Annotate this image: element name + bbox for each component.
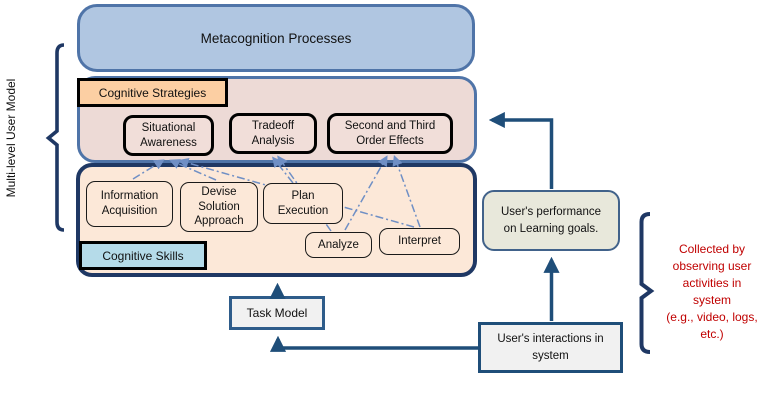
- metacognition-label: Metacognition Processes: [200, 30, 352, 46]
- task-model-box: Task Model: [229, 296, 325, 330]
- skill-information-acquisition: Information Acquisition: [86, 181, 173, 227]
- skill-interpret: Interpret: [379, 228, 460, 255]
- cognitive-skills-label: Cognitive Skills: [79, 241, 207, 270]
- strategy-second-third-order-effects: Second and Third Order Effects: [327, 113, 453, 154]
- cognitive-strategies-label: Cognitive Strategies: [77, 78, 228, 107]
- strategy-situational-awareness: Situational Awareness: [123, 115, 214, 156]
- arrow-performance-to-strategies: [488, 111, 554, 189]
- user-performance-box: User's performance on Learning goals.: [482, 190, 620, 251]
- strategy-tradeoff-analysis: Tradeoff Analysis: [229, 113, 317, 154]
- skill-plan-execution: Plan Execution: [263, 183, 343, 224]
- skill-devise-solution-approach: Devise Solution Approach: [180, 182, 258, 232]
- skill-analyze: Analyze: [305, 232, 372, 258]
- left-brace: [45, 43, 65, 232]
- arrow-interactions-to-taskmodel: [269, 335, 478, 352]
- metacognition-box: Metacognition Processes: [77, 4, 475, 72]
- multi-level-user-model-label: Multi-level User Model: [4, 78, 18, 198]
- annotation-collected-by: Collected by observing user activities i…: [666, 242, 758, 341]
- user-interactions-box: User's interactions in system: [478, 322, 623, 373]
